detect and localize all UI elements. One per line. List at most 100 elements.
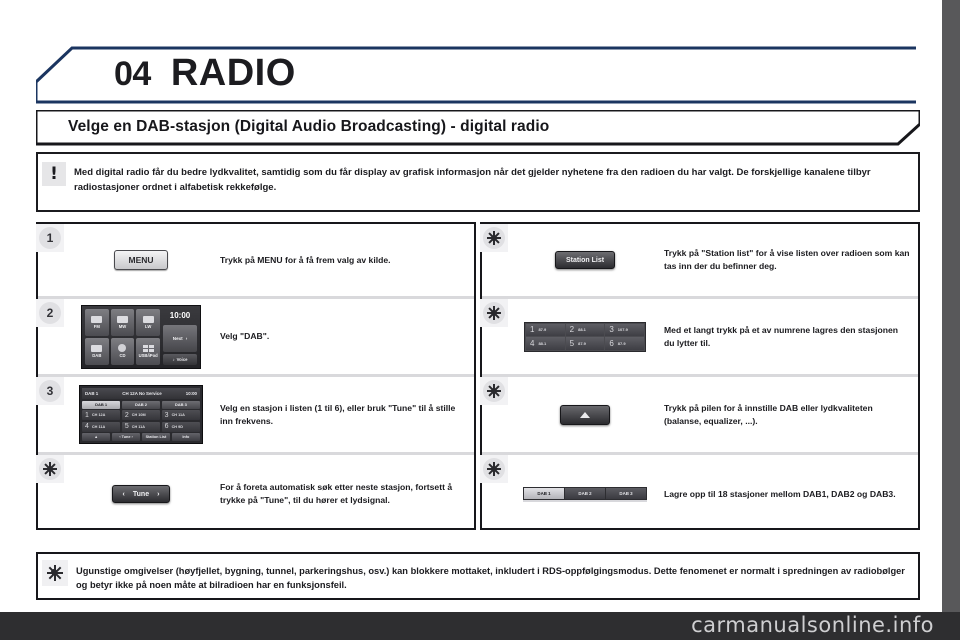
triangle-up-icon	[580, 411, 590, 418]
dab-tab-row: DAB 1 DAB 2 DAB 3	[82, 400, 200, 409]
steps-left-column: 1 MENU Trykk på MENU for å få frem valg …	[36, 222, 476, 530]
dab-tab-1[interactable]: DAB 1	[82, 400, 121, 409]
tip-row-3: Trykk på pilen for å innstille DAB eller…	[480, 377, 918, 455]
usb-icon	[142, 344, 154, 352]
chevron-left-icon: ‹	[122, 490, 125, 498]
pad-preset-4[interactable]: 4 88.1	[526, 337, 565, 350]
step-text-3: Velg en stasjon i listen (1 til 6), elle…	[220, 402, 456, 426]
dab-station-list-button[interactable]: Station List	[141, 433, 171, 441]
step-row-1: 1 MENU Trykk på MENU for å få frem valg …	[36, 224, 474, 299]
tip-badge-icon	[39, 458, 61, 480]
mic-icon: ♪	[172, 356, 175, 362]
pad-preset-6[interactable]: 6 87.9	[605, 337, 644, 350]
dab-tab-2[interactable]: DAB 2	[121, 400, 161, 409]
pad-preset-1[interactable]: 1 87.9	[526, 323, 565, 336]
source-label-cd: CD	[119, 353, 126, 358]
step-badge-1: 1	[36, 224, 64, 252]
exclamation-icon: !	[42, 162, 66, 186]
source-label-lw: LW	[145, 323, 152, 329]
dab-preset-4[interactable]: 4 CH 11A	[82, 421, 121, 432]
tip-badge-icon	[483, 227, 505, 249]
source-label-mw: MW	[118, 323, 127, 329]
preset-label: 88.1	[578, 327, 586, 333]
preset-label: 87.9	[578, 340, 586, 346]
preset-number: 5	[569, 338, 575, 348]
sun-tip-icon	[487, 306, 501, 320]
step-row-2: 2 FM MW LW	[36, 299, 474, 377]
step-badge-3: 3	[36, 377, 64, 405]
pad-preset-3[interactable]: 3 107.9	[605, 323, 644, 336]
station-list-button[interactable]: Station List	[554, 251, 616, 269]
preset-number: 4	[530, 338, 535, 348]
step-visual-1: MENU	[38, 250, 220, 270]
arrow-up-button[interactable]	[560, 404, 610, 425]
dab-status-bar: DAB 1 CH 12A No Service 10:00	[82, 388, 200, 399]
source-cell-lw[interactable]: LW	[136, 308, 160, 336]
tip-text-3: Trykk på pilen for å innstille DAB eller…	[664, 402, 873, 426]
menu-button[interactable]: MENU	[114, 250, 168, 270]
chevron-right-icon: ›	[157, 490, 160, 498]
strip-tab-dab3[interactable]: DAB 3	[606, 487, 646, 499]
tip-text-2: Med et langt trykk på et av numrene lagr…	[664, 324, 899, 348]
tip-visual-4: DAB 1 DAB 2 DAB 3	[482, 486, 664, 502]
dab-list-screen[interactable]: DAB 1 CH 12A No Service 10:00 DAB 1 DAB …	[79, 385, 203, 444]
source-side-panel: 10:00 Next › ♪ Voice	[163, 309, 197, 365]
section-title-bar: Velge en DAB-stasjon (Digital Audio Broa…	[36, 110, 920, 146]
preset-pad[interactable]: 1 87.9 2 88.1 3 107.9 4 88.1	[524, 321, 646, 352]
source-cell-usb[interactable]: USB/iPod	[136, 337, 160, 365]
info-band-text: Med digital radio får du bedre lydkvalit…	[74, 167, 871, 193]
dab-tab-3[interactable]: DAB 3	[161, 400, 200, 409]
disc-icon	[118, 344, 127, 352]
source-select-screen[interactable]: FM MW LW DAB	[81, 304, 201, 369]
next-button[interactable]: Next ›	[163, 324, 197, 352]
dab-preset-3[interactable]: 3 CH 11A	[161, 410, 200, 420]
step-text-4: For å foreta automatisk søk etter neste …	[220, 482, 453, 505]
chapter-title: RADIO	[170, 52, 296, 94]
dab-up-arrow-button[interactable]: ▲	[82, 433, 111, 441]
sun-tip-icon	[47, 565, 63, 581]
steps-right-column: Station List Trykk på "Station list" for…	[480, 222, 920, 530]
step-row-4: ‹ Tune › For å foreta automatisk søk ett…	[36, 455, 474, 533]
strip-tab-dab2[interactable]: DAB 2	[565, 487, 605, 499]
tip-visual-2: 1 87.9 2 88.1 3 107.9 4 88.1	[482, 321, 664, 352]
voice-button[interactable]: ♪ Voice	[163, 353, 197, 365]
bottom-tip-icon-wrap	[42, 560, 68, 586]
preset-label: 88.1	[538, 340, 547, 346]
dab-clock: 10:00	[185, 391, 197, 396]
tip-row-2: 1 87.9 2 88.1 3 107.9 4 88.1	[480, 299, 918, 377]
preset-label: CH 9D	[171, 424, 183, 429]
pad-preset-5[interactable]: 5 87.9	[565, 337, 605, 350]
dab-preset-2[interactable]: 2 CH 10M	[121, 410, 161, 420]
preset-number: 5	[124, 423, 129, 430]
radio-icon	[91, 315, 103, 323]
next-label: Next	[172, 335, 183, 341]
preset-label: 87.9	[538, 327, 547, 333]
tune-button[interactable]: ‹ Tune ›	[111, 485, 171, 503]
dab-band-label: DAB 1	[85, 391, 99, 396]
footer-brand: carmanualsonline.info	[691, 613, 934, 637]
tip-badge-2	[480, 299, 508, 327]
preset-label: CH 12A	[91, 413, 106, 417]
preset-label: CH 11A	[171, 413, 185, 417]
strip-tab-dab1[interactable]: DAB 1	[524, 487, 564, 499]
step-visual-3: DAB 1 CH 12A No Service 10:00 DAB 1 DAB …	[38, 385, 220, 444]
source-cell-mw[interactable]: MW	[110, 308, 135, 336]
dab-info-button[interactable]: Info	[171, 433, 200, 441]
voice-label: Voice	[176, 356, 188, 362]
dab-preset-1[interactable]: 1 CH 12A	[82, 410, 121, 420]
source-label-fm: FM	[93, 323, 100, 329]
bottom-tip-text: Ugunstige omgivelser (høyfjellet, bygnin…	[76, 566, 905, 591]
dab-tune-button[interactable]: ‹ Tune ›	[111, 433, 141, 441]
source-cell-dab[interactable]: DAB	[85, 337, 109, 365]
dab-preset-5[interactable]: 5 CH 11A	[121, 421, 161, 432]
dab-tab-strip[interactable]: DAB 1 DAB 2 DAB 3	[523, 486, 647, 502]
pad-preset-2[interactable]: 2 88.1	[565, 323, 605, 336]
source-cell-fm[interactable]: FM	[85, 308, 109, 336]
source-cell-cd[interactable]: CD	[110, 337, 135, 365]
chapter-header: 04 RADIO	[36, 46, 916, 104]
tip-badge-4	[480, 455, 508, 483]
source-label-dab: DAB	[92, 352, 102, 358]
dab-preset-6[interactable]: 6 CH 9D	[161, 421, 200, 432]
tip-badge-icon	[483, 380, 505, 402]
